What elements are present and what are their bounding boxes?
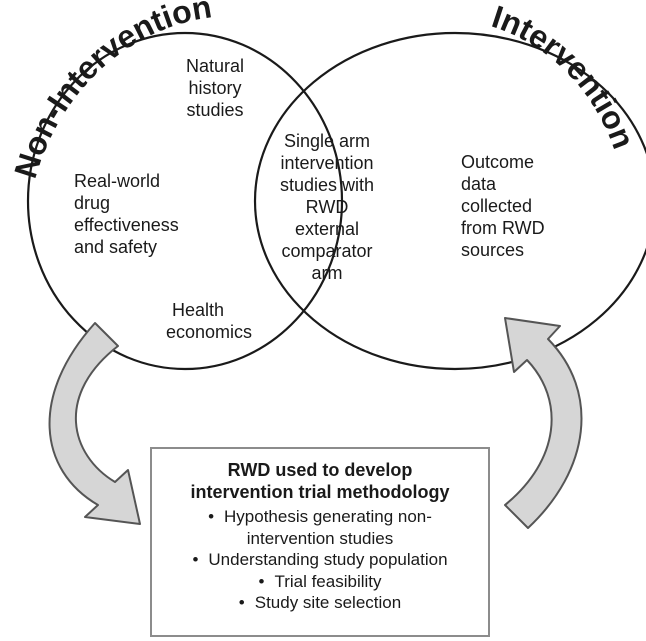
label-single-arm-intervention: Single arm intervention studies with RWD… bbox=[279, 131, 375, 283]
methodology-item-feasibility: •Trial feasibility bbox=[258, 571, 382, 591]
non-intervention-circle bbox=[26, 31, 344, 371]
methodology-item-hypothesis: •Hypothesis generating non- intervention… bbox=[208, 507, 432, 548]
methodology-box: RWD used to develop intervention trial m… bbox=[150, 447, 490, 637]
methodology-list: •Hypothesis generating non- intervention… bbox=[152, 506, 488, 614]
arrow-to-intervention-circle bbox=[504, 317, 583, 529]
intervention-title: Intervention bbox=[488, 0, 642, 153]
methodology-item-population: •Understanding study population bbox=[192, 550, 448, 569]
methodology-box-title: RWD used to develop intervention trial m… bbox=[190, 460, 450, 502]
arrow-to-methodology-box bbox=[48, 322, 141, 525]
label-real-world-effectiveness: Real-world drug effectiveness and safety bbox=[74, 171, 179, 257]
label-health-economics: Health economics bbox=[166, 300, 253, 342]
label-natural-history-studies: Natural history studies bbox=[185, 56, 245, 120]
intervention-circle bbox=[253, 31, 646, 371]
label-outcome-data: Outcome data collected from RWD sources bbox=[461, 152, 545, 260]
methodology-item-site-selection: •Study site selection bbox=[238, 593, 402, 612]
